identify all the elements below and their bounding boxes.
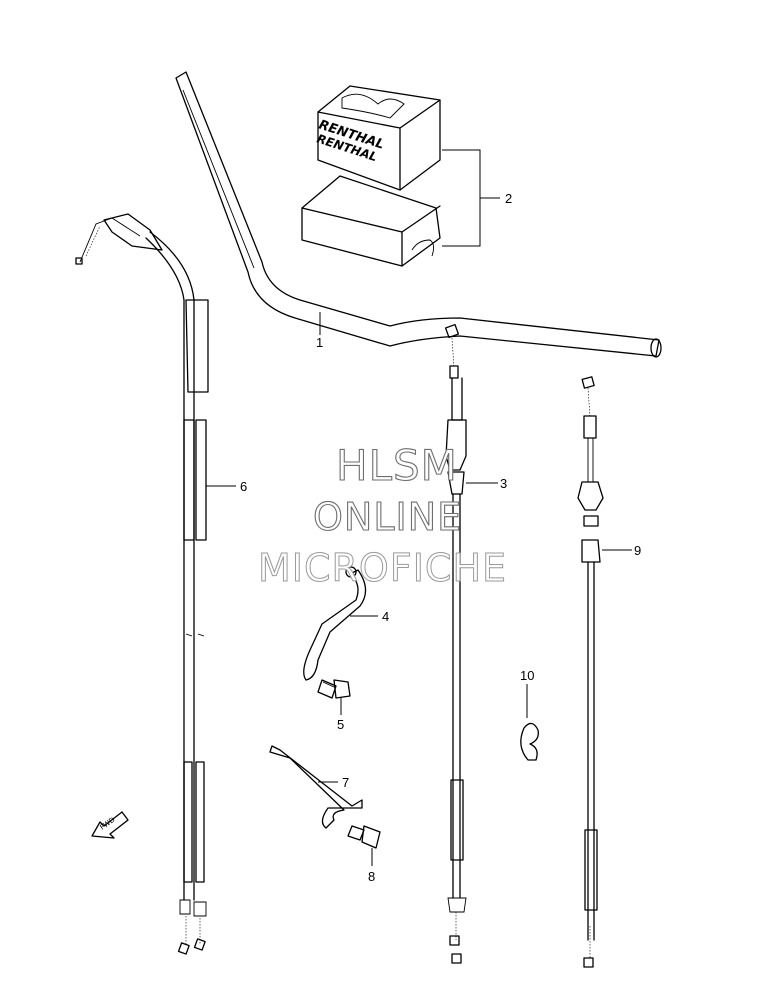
callout-label-8: 8: [368, 869, 375, 884]
handlebar-pad-foam[interactable]: [301, 175, 441, 267]
callout-label-6: 6: [240, 479, 247, 494]
callout-label-10: 10: [520, 668, 534, 683]
callout-label-4: 4: [382, 609, 389, 624]
callout-label-3: 3: [500, 476, 507, 491]
callout-label-2: 2: [505, 191, 512, 206]
fwd-arrow-icon: FWD: [91, 811, 129, 839]
watermark-line-hlsm: HLSM: [336, 441, 458, 490]
leader-line-2: [442, 149, 500, 247]
throttle-cable-assembly[interactable]: [75, 213, 209, 955]
clamp-7[interactable]: [269, 745, 363, 829]
callout-label-9: 9: [634, 543, 641, 558]
handlebar-pad-cover[interactable]: RENTHAL RENTHAL: [315, 85, 441, 191]
callout-label-1: 1: [316, 335, 323, 350]
bolt-5[interactable]: [317, 679, 351, 699]
callout-label-7: 7: [342, 775, 349, 790]
cable-clip[interactable]: [520, 722, 539, 761]
callout-label-5: 5: [337, 717, 344, 732]
clutch-cable[interactable]: [444, 323, 467, 964]
cable-guide-bracket[interactable]: [303, 566, 367, 681]
handlebar[interactable]: [175, 71, 662, 358]
watermark-line-microfiche: MICROFICHE: [258, 546, 507, 590]
hot-start-cable[interactable]: [577, 376, 604, 968]
bolt-8[interactable]: [347, 825, 381, 849]
watermark-line-online: ONLINE: [313, 495, 462, 539]
